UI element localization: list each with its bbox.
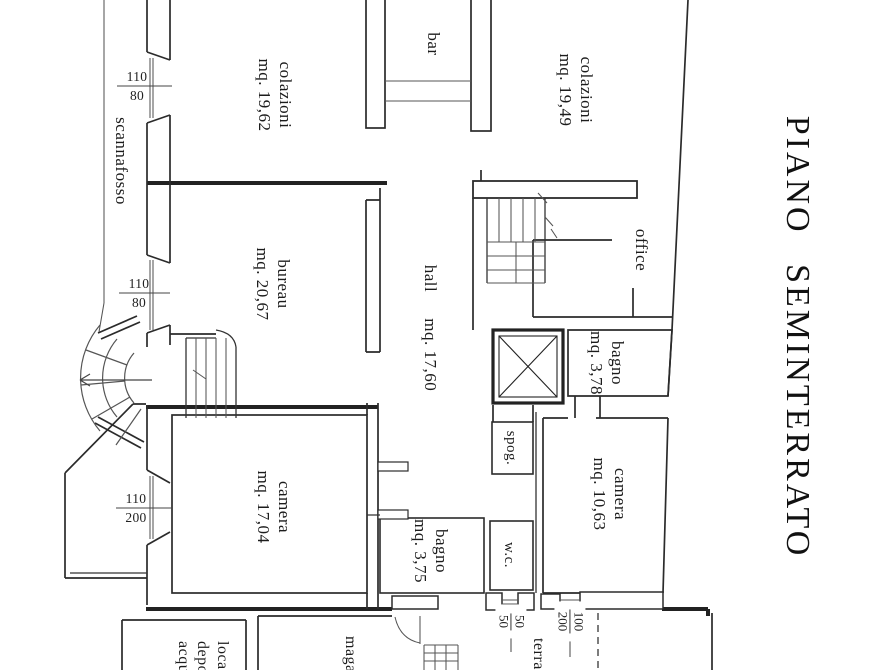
room-label-colazioni-1: colazioni mq. 19,62 [253,35,295,155]
room-name: bagno [607,340,627,386]
room-label-magazzino: magazzino [340,636,360,670]
room-label-deposito-acqua: locale deposito acqua [175,641,232,670]
room-area: mq. 17,04 [254,470,273,544]
bar-pillar-left [365,0,386,129]
dim-window-top-den: 80 [129,88,145,103]
room-area: mq. 17,60 [421,318,441,392]
door-jamb-a [377,461,409,472]
walls-secondary [70,198,546,593]
room-name: camera [274,480,294,534]
dimension-lines [116,85,571,657]
elevator-x-mark [498,335,558,398]
walls-main [64,0,713,670]
plan-title: PIANO SEMINTERRATO [779,115,816,559]
room-name: hall [421,264,441,293]
dim-num: 50 [510,612,528,630]
room-label-terrazza: terrazza [530,638,547,670]
room-area: mq. 10,63 [590,457,609,531]
room-label-hall: hall mq. 17,60 [419,253,441,403]
room-area: mq. 19,62 [255,58,274,132]
room-name: bureau [273,259,293,309]
office-stair-treads [487,198,545,284]
door-swing [394,616,421,644]
left-stair-treads [192,338,227,418]
room-name: bagno [431,528,451,574]
dim-window-wc: 50 50 [495,604,528,639]
room-label-wc: w.c. [501,541,518,569]
room-name: colazioni [576,56,596,124]
bar-pillar-right [470,0,492,132]
room-name: locale [214,641,231,670]
break-ticks [537,192,558,239]
walls-heavy [146,181,710,616]
room-area: mq. 19,49 [556,53,575,127]
pier-1 [391,595,439,610]
bar-counter [385,80,471,102]
room-label-bagno-1: bagno mq. 3,78 [586,308,627,418]
dim-num: 100 [569,609,587,634]
dim-window-top-num: 110 [126,69,148,84]
wc-room [489,520,534,591]
dim-window-mid-den: 80 [131,295,147,310]
room-name: colazioni [275,61,295,129]
scannafosso-outer-line [98,0,105,333]
room-label-office: office [632,228,652,272]
wall-blocks [171,0,664,611]
dim-door-left-num: 110 [125,491,147,506]
room-name: deposito [193,641,213,670]
room-area: mq. 20,67 [253,247,272,321]
dim-door-camera: 100 200 [554,601,587,642]
room-label-camera-1: camera mq. 10,63 [588,434,630,554]
room-label-bagno-2: bagno mq. 3,75 [409,496,451,606]
dim-door-left-den: 200 [125,510,147,525]
room-label-bureau: bureau mq. 20,67 [251,224,293,344]
camera-2-inner [171,414,368,594]
room-area: mq. 3,78 [587,331,606,395]
room-name: camera [610,467,630,521]
dim-window-mid-num: 110 [128,276,150,291]
room-label-bar: bar [424,32,444,56]
elevator-shaft [491,328,565,405]
pier-5 [579,591,664,610]
spog-room [491,421,534,475]
office-top-wall [472,180,638,199]
dim-den: 50 [496,614,512,628]
bagno-2-room [379,517,485,594]
bagno-1-outline [567,329,673,397]
dim-den: 200 [555,611,571,632]
stair-direction-arrow [79,373,152,387]
room-label-scannafosso: scannafosso [112,117,132,205]
room-label-colazioni-2: colazioni mq. 19,49 [554,30,596,150]
room-area: mq. 3,75 [411,519,430,583]
room-label-spog: spog. [503,430,520,466]
door-jamb-b [377,509,409,520]
room-label-camera-2: camera mq. 17,04 [252,447,294,567]
details-thin [98,0,580,670]
room-name: acqua [174,641,192,670]
fan-stair [79,324,152,446]
ladder-stair [423,644,459,670]
